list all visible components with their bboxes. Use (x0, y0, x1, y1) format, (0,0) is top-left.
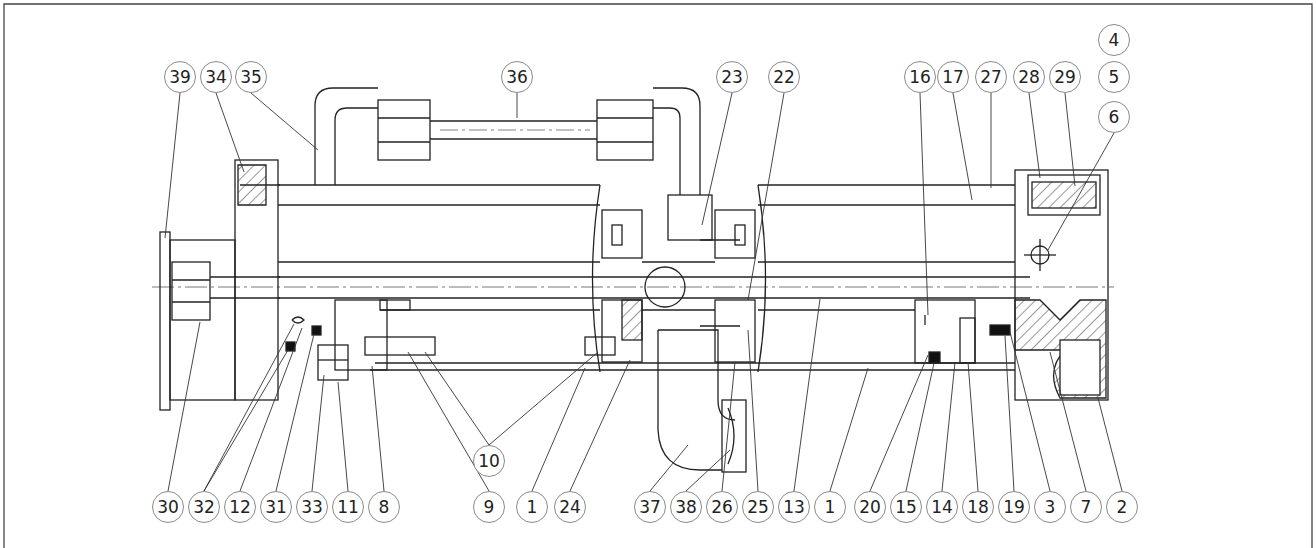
callout-number: 14 (926, 491, 958, 523)
callout-number: 15 (890, 491, 922, 523)
callout-number: 23 (716, 61, 748, 93)
callout-number: 3 (1034, 491, 1066, 523)
callout-number: 13 (778, 491, 810, 523)
callout-number: 31 (260, 491, 292, 523)
callout-number: 17 (937, 61, 969, 93)
callout-number: 2 (1106, 491, 1138, 523)
callout-number: 5 (1098, 61, 1130, 93)
callout-number: 26 (706, 491, 738, 523)
callout-number: 22 (768, 61, 800, 93)
callout-number: 20 (854, 491, 886, 523)
callout-number: 19 (998, 491, 1030, 523)
callout-number: 1 (814, 491, 846, 523)
callout-number: 36 (501, 61, 533, 93)
callout-number: 27 (975, 61, 1007, 93)
callout-number: 25 (742, 491, 774, 523)
callout-number: 8 (368, 491, 400, 523)
callout-number: 7 (1070, 491, 1102, 523)
callout-number: 28 (1013, 61, 1045, 93)
callout-number: 1 (516, 491, 548, 523)
callout-number: 38 (670, 491, 702, 523)
callout-number: 24 (554, 491, 586, 523)
callout-number: 39 (164, 61, 196, 93)
callout-number: 10 (473, 445, 505, 477)
callout-number: 34 (200, 61, 232, 93)
callout-number: 33 (296, 491, 328, 523)
callout-number: 37 (634, 491, 666, 523)
callout-number: 4 (1098, 24, 1130, 56)
callout-number: 29 (1049, 61, 1081, 93)
callout-number: 16 (904, 61, 936, 93)
callout-number: 32 (188, 491, 220, 523)
callout-number: 9 (473, 491, 505, 523)
callout-number: 18 (962, 491, 994, 523)
callout-number: 6 (1098, 101, 1130, 133)
callout-number: 11 (332, 491, 364, 523)
callout-number: 30 (152, 491, 184, 523)
callout-number: 12 (224, 491, 256, 523)
callout-number: 35 (235, 61, 267, 93)
